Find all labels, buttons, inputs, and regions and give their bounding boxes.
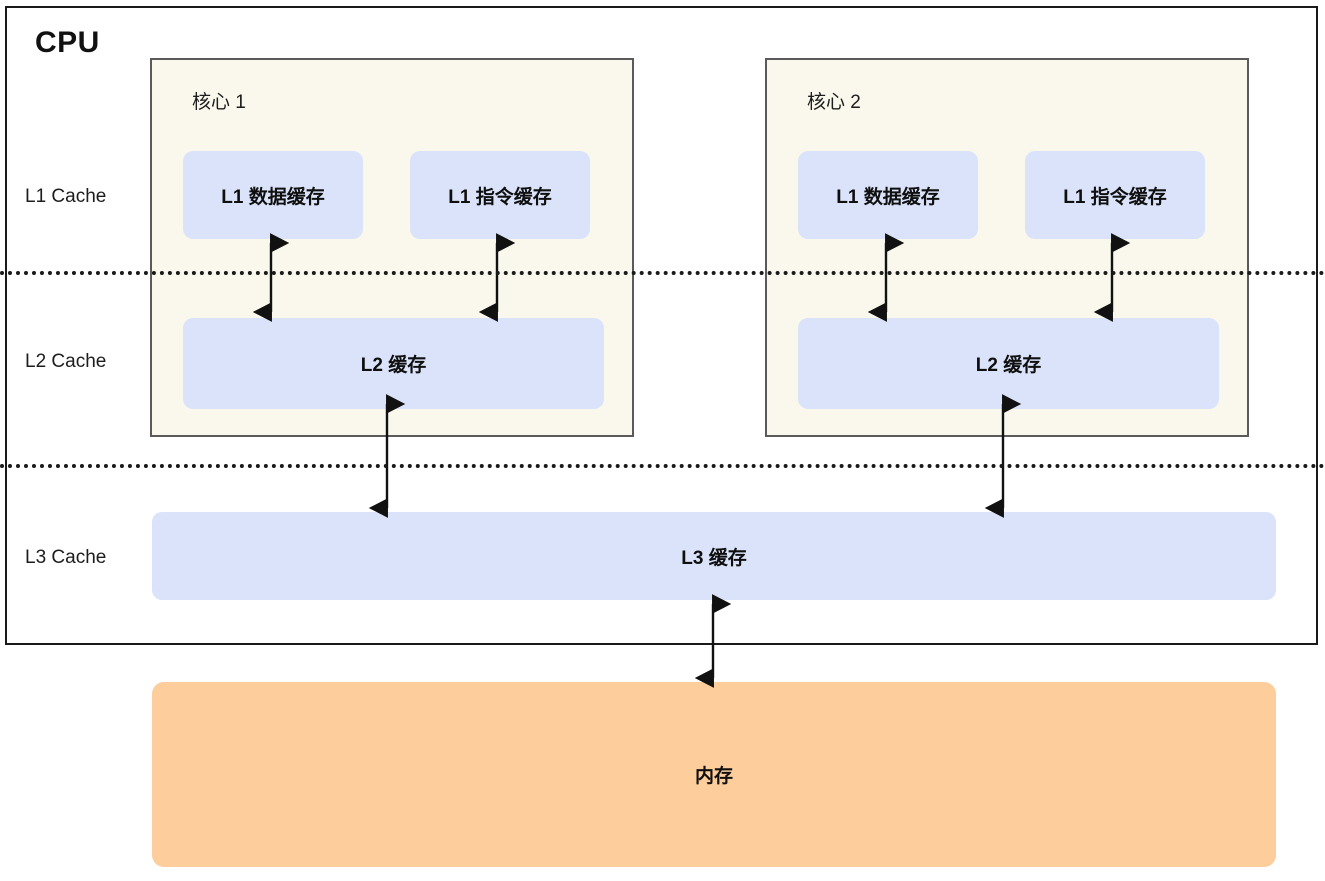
core-2-l1-instruction-cache[interactable]: L1 指令缓存 <box>1025 151 1205 239</box>
core-1-l1-data-cache[interactable]: L1 数据缓存 <box>183 151 363 239</box>
core-1-l1-instruction-cache[interactable]: L1 指令缓存 <box>410 151 590 239</box>
core-2-l1-data-cache[interactable]: L1 数据缓存 <box>798 151 978 239</box>
core-1-container: 核心 1 L1 数据缓存 L1 指令缓存 L2 缓存 <box>150 58 634 437</box>
row-label-l3-cache: L3 Cache <box>25 547 107 568</box>
core-1-l2-cache[interactable]: L2 缓存 <box>183 318 604 409</box>
core-2-l2-cache[interactable]: L2 缓存 <box>798 318 1219 409</box>
cpu-title: CPU <box>35 26 100 59</box>
core-1-title: 核心 1 <box>192 92 246 113</box>
core-2-container: 核心 2 L1 数据缓存 L1 指令缓存 L2 缓存 <box>765 58 1249 437</box>
l3-cache-block[interactable]: L3 缓存 <box>152 512 1276 600</box>
divider-l2-l3 <box>0 464 1325 468</box>
core-2-title: 核心 2 <box>807 92 861 113</box>
row-label-l2-cache: L2 Cache <box>25 351 107 372</box>
row-label-l1-cache: L1 Cache <box>25 186 107 207</box>
memory-block[interactable]: 内存 <box>152 682 1276 867</box>
divider-l1-l2 <box>0 271 1325 275</box>
